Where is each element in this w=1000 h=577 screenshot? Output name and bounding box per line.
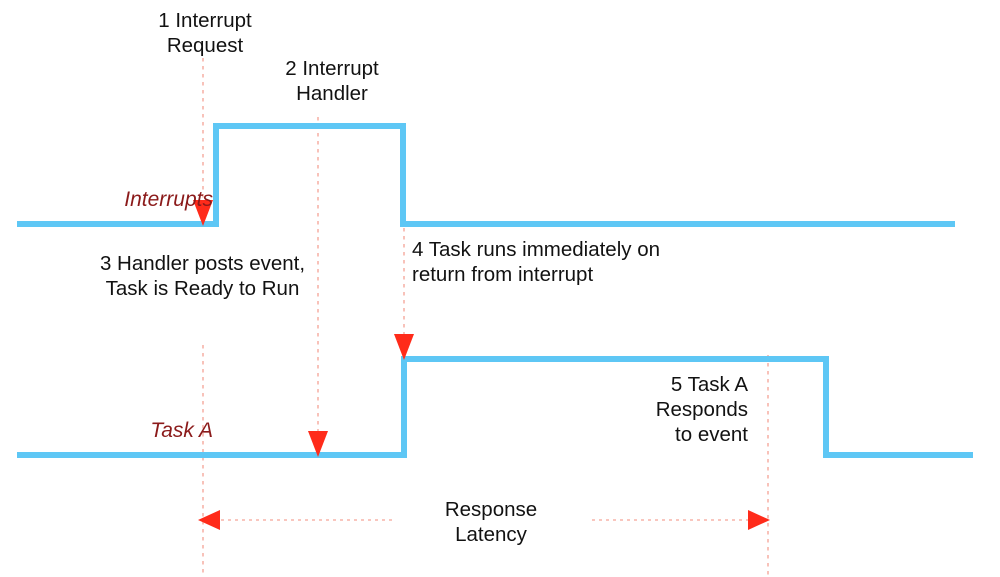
annotation-2-interrupt-handler: 2 Interrupt Handler bbox=[285, 57, 379, 105]
signal-label-interrupts: Interrupts bbox=[124, 188, 213, 211]
annotation-5-task-a-responds: 5 Task A Responds to event bbox=[655, 373, 748, 446]
annotation-1-interrupt-request: 1 Interrupt Request bbox=[158, 9, 252, 57]
signal-label-task-a: Task A bbox=[150, 419, 213, 442]
marker-arrow-interrupt-request bbox=[193, 200, 213, 226]
event-markers bbox=[193, 200, 414, 457]
waveform-interrupts bbox=[17, 123, 955, 227]
waveform-task-a bbox=[17, 356, 973, 458]
latency-arrow-right bbox=[748, 510, 770, 530]
latency-arrow-left bbox=[198, 510, 220, 530]
annotation-4-task-runs-immediately: 4 Task runs immediately on return from i… bbox=[412, 238, 661, 286]
marker-arrow-task-runs bbox=[394, 334, 414, 360]
annotation-response-latency: Response Latency bbox=[444, 498, 538, 546]
response-latency-dimension bbox=[198, 510, 770, 530]
guide-lines bbox=[202, 58, 769, 577]
marker-arrow-task-ready bbox=[308, 431, 328, 457]
annotation-3-handler-posts-event: 3 Handler posts event, Task is Ready to … bbox=[99, 252, 306, 300]
